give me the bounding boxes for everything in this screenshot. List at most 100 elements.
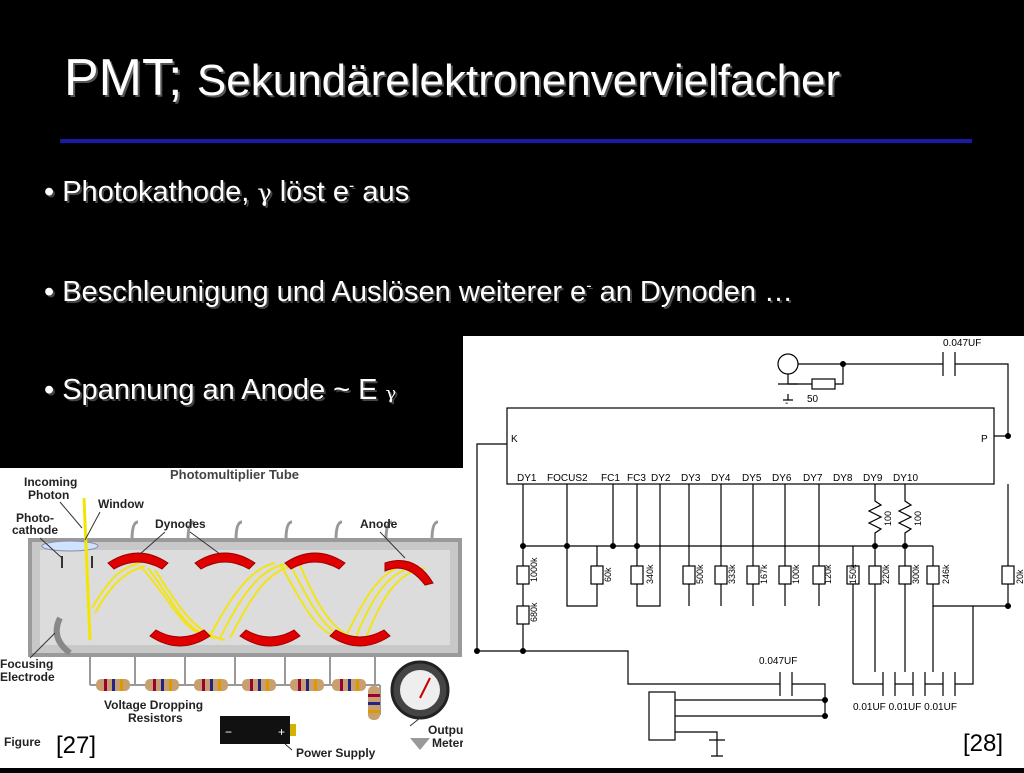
pmt-circuit-diagram: 0.047UF 50 - K P DY1 FOCUS2 FC1 FC3 DY2 …	[463, 336, 1024, 768]
cap-bottom-label: 0.01UF 0.01UF 0.01UF	[853, 702, 957, 713]
pin-dy10: DY10	[893, 473, 918, 484]
r-340k: 340k	[645, 564, 655, 584]
gamma-symbol: γ	[257, 179, 272, 207]
reference-28: [28]	[963, 730, 1004, 757]
bullet-text: Beschleunigung und Auslösen weiterer e	[62, 276, 587, 308]
resistor	[96, 679, 130, 691]
minus-label: -	[785, 398, 788, 409]
resistor	[242, 679, 276, 691]
circuit-wires	[476, 352, 1009, 757]
junction-dots	[474, 361, 1011, 719]
resistor-body	[714, 565, 728, 585]
pin-dy7: DY7	[803, 473, 823, 484]
pin-dy4: DY4	[711, 473, 731, 484]
resistor	[145, 679, 179, 691]
label-photocathode-1: Photo-	[16, 511, 54, 525]
label-anode: Anode	[360, 517, 398, 531]
r-dy9-100: 100	[883, 511, 893, 526]
pin-k: K	[511, 434, 518, 445]
r-150k: 150k	[848, 564, 858, 584]
resistor-body	[516, 605, 530, 625]
resistor-body	[898, 565, 912, 585]
label-resistors-1: Voltage Dropping	[104, 698, 203, 712]
r-500k: 500k	[695, 564, 705, 584]
bullet-text: Spannung an Anode ~ E	[62, 374, 386, 406]
label-window: Window	[98, 497, 145, 511]
bullet-text: Photokathode,	[62, 176, 258, 208]
resistor-body	[926, 565, 940, 585]
tube-pins-top	[130, 520, 439, 541]
pin-dy6: DY6	[772, 473, 792, 484]
label-figure: Figure	[4, 735, 41, 749]
r-dy10-100: 100	[913, 511, 923, 526]
label-meter-1: Output	[428, 723, 463, 737]
pin-p: P	[981, 434, 988, 445]
cap-mid-label: 0.047UF	[759, 656, 797, 667]
gamma-symbol: γ	[385, 383, 397, 404]
r-1000k: 1000k	[529, 557, 539, 582]
label-meter-2: Meter	[432, 736, 463, 750]
resistor-body	[746, 565, 760, 585]
label-leader-lines	[29, 501, 421, 751]
bullet-text: an Dynoden …	[591, 276, 794, 308]
resistor-vertical	[368, 686, 380, 720]
resistor-body	[846, 565, 860, 585]
r-120k: 120k	[823, 564, 833, 584]
r-333k: 333k	[727, 564, 737, 584]
r-167k: 167k	[759, 564, 769, 584]
resistor-body	[590, 565, 604, 585]
resistor-body	[868, 565, 882, 585]
bullet-text: löst e	[271, 176, 350, 208]
r-680k: 680k	[529, 602, 539, 622]
superscript: -	[349, 177, 355, 195]
bullet-text: aus	[354, 176, 410, 208]
r-220k: 220k	[881, 564, 891, 584]
bullet-3: • Spannung an Anode ~ E γ	[44, 374, 396, 407]
slide-title: PMT; Sekundärelektronenvervielfacher	[64, 52, 840, 104]
resistor-body	[778, 565, 792, 585]
title-sub: Sekundärelektronenvervielfacher	[196, 56, 841, 105]
pin-focus2: FOCUS2	[547, 473, 588, 484]
circuit-resistors	[516, 565, 1015, 625]
pmt-illustration: Photomultiplier Tube	[0, 467, 467, 768]
figure-title: Photomultiplier Tube	[170, 468, 299, 482]
window-shape	[41, 540, 99, 552]
battery-plus: +	[278, 725, 285, 739]
label-dynodes: Dynodes	[155, 517, 206, 531]
resistor-body	[1001, 565, 1015, 585]
focusing-electrode-shape	[53, 616, 72, 656]
pin-fc1: FC1	[601, 473, 620, 484]
resistor	[290, 679, 324, 691]
cap-top-label: 0.047UF	[943, 338, 981, 349]
circuit-svg: 0.047UF 50 - K P DY1 FOCUS2 FC1 FC3 DY2 …	[474, 338, 1024, 757]
bullet-2: • Beschleunigung und Auslösen weiterer e…	[44, 276, 793, 309]
r-300k: 300k	[911, 564, 921, 584]
bullet-dot: •	[44, 176, 55, 208]
dynodes	[107, 552, 434, 647]
resistor-body	[812, 565, 826, 585]
superscript: -	[586, 277, 592, 295]
label-focusing-1: Focusing	[0, 657, 53, 671]
r-20k: 20k	[1015, 569, 1024, 584]
pin-dy2: DY2	[651, 473, 671, 484]
resistor	[194, 679, 228, 691]
battery-terminal	[290, 724, 296, 736]
pmt-illustration-svg: Photomultiplier Tube	[0, 467, 467, 760]
pin-dy8: DY8	[833, 473, 853, 484]
pin-dy9: DY9	[863, 473, 883, 484]
r50-label: 50	[807, 394, 819, 405]
battery-shape	[220, 716, 290, 744]
label-incoming-1: Incoming	[24, 475, 77, 489]
photon-path	[82, 497, 92, 641]
r-246k: 246k	[941, 564, 951, 584]
label-resistors-2: Resistors	[128, 711, 183, 725]
label-power-supply: Power Supply	[296, 746, 376, 760]
ground-symbol	[410, 738, 430, 750]
label-photocathode-2: cathode	[12, 523, 58, 537]
resistor-body	[682, 565, 696, 585]
label-focusing-2: Electrode	[0, 670, 55, 684]
battery-minus: −	[225, 725, 232, 739]
reference-27: [27]	[56, 732, 97, 759]
pin-dy1: DY1	[517, 473, 537, 484]
title-underline	[60, 139, 972, 143]
